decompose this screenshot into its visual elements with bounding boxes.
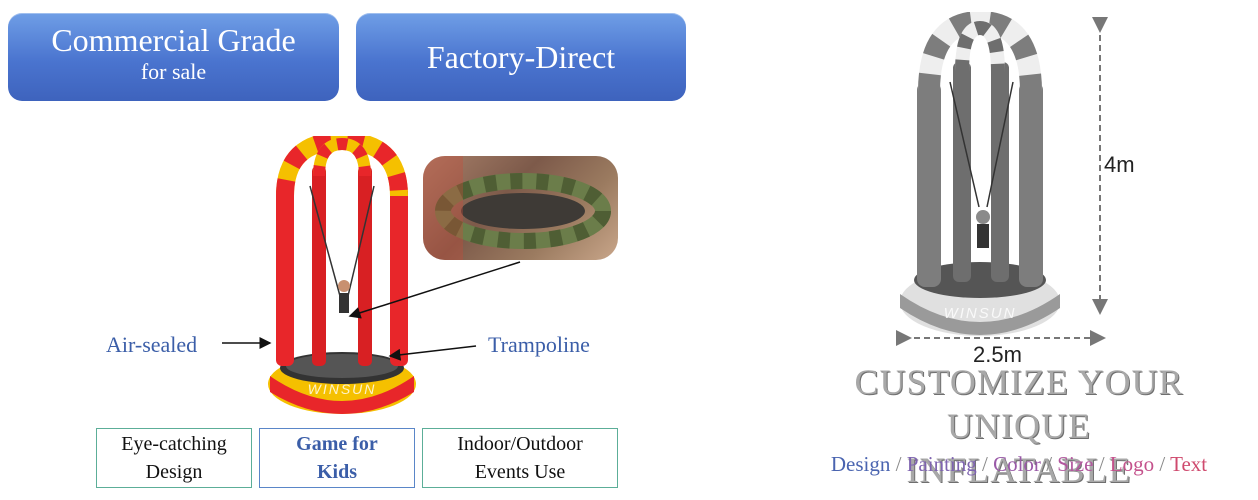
trampoline-label: Trampoline xyxy=(488,332,590,357)
product-image-grayscale: WINSUN xyxy=(900,12,1060,336)
callout-arrows xyxy=(222,261,521,361)
feature-line: Eye-catching xyxy=(121,433,227,455)
option-text: Text xyxy=(1170,452,1208,476)
headline-line-1: CUSTOMIZE YOUR UNIQUE xyxy=(854,362,1184,446)
air-sealed-label: Air-sealed xyxy=(106,332,198,357)
dimension-arrows xyxy=(896,17,1108,346)
option-size: Size xyxy=(1057,452,1094,476)
commercial-grade-badge: Commercial Grade for sale xyxy=(8,13,339,101)
feature-line: Events Use xyxy=(474,461,566,483)
factory-direct-text: Factory-Direct xyxy=(426,39,616,75)
feature-line: Game for xyxy=(296,433,378,455)
feature-line: Design xyxy=(145,461,203,483)
winsun-logo-left: WINSUN xyxy=(308,381,377,397)
feature-line: Indoor/Outdoor xyxy=(457,433,583,455)
feature-line: Kids xyxy=(316,461,357,483)
factory-direct-badge: Factory-Direct xyxy=(356,13,686,101)
commercial-grade-text: Commercial Grade xyxy=(51,22,296,58)
headline-line-2: INFLATABLE xyxy=(906,450,1132,490)
customization-options: Design / Painting / Color / Size / Logo … xyxy=(780,452,1258,477)
option-separator: / xyxy=(890,452,907,476)
option-painting: Painting xyxy=(906,452,977,476)
option-design: Design xyxy=(830,452,891,476)
option-separator: / xyxy=(976,452,994,476)
height-dimension: 4m xyxy=(1104,152,1135,177)
product-image-color: WINSUN xyxy=(268,136,416,414)
option-separator: / xyxy=(1040,452,1058,476)
option-color: Color xyxy=(993,452,1041,476)
trampoline-closeup-photo xyxy=(423,156,618,260)
option-separator: / xyxy=(1093,452,1110,476)
width-dimension: 2.5m xyxy=(973,342,1022,367)
option-separator: / xyxy=(1154,452,1171,476)
option-logo: Logo xyxy=(1109,452,1155,476)
customize-headline: CUSTOMIZE YOUR UNIQUE INFLATABLE xyxy=(780,360,1258,492)
for-sale-text: for sale xyxy=(140,59,207,84)
winsun-logo-right: WINSUN xyxy=(944,305,1017,322)
